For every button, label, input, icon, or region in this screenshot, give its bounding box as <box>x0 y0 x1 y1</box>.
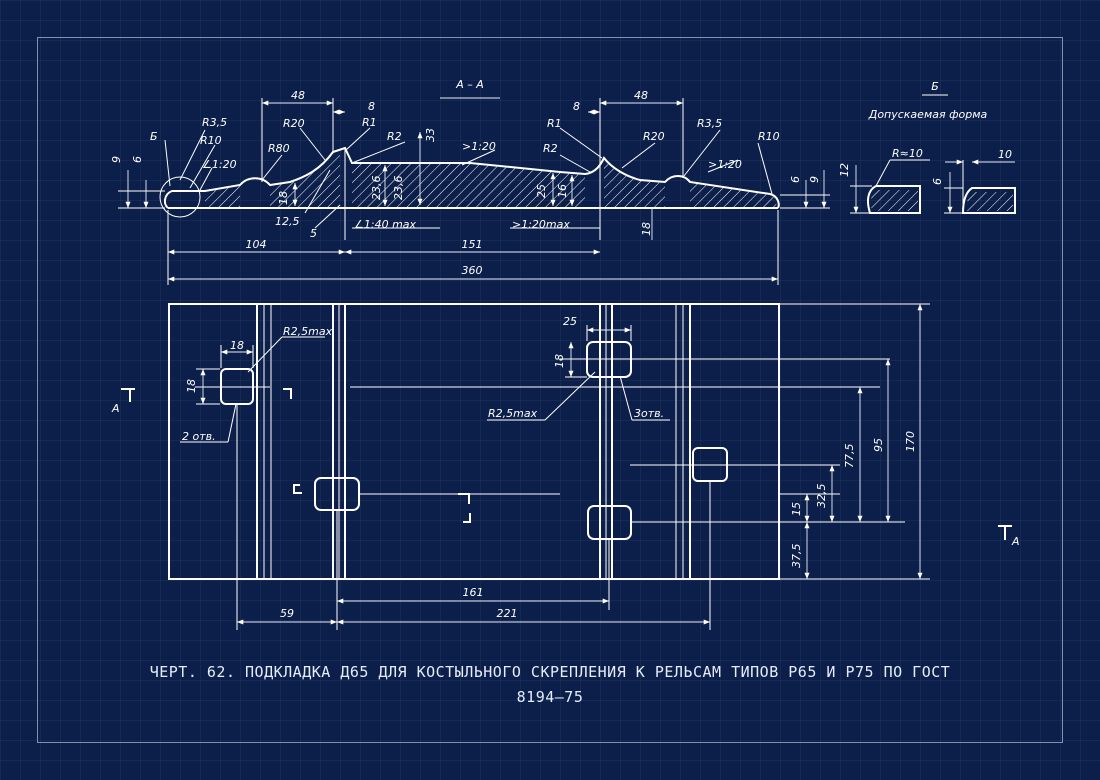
label-dim-33: 33 <box>424 128 437 142</box>
cutting-plane-corner <box>293 484 302 494</box>
detail-subtitle: Допускаемая форма <box>868 108 988 121</box>
label-r35-right: R3,5 <box>697 117 722 130</box>
cutting-plane-corner <box>283 388 292 399</box>
section-mark-right <box>998 525 1012 540</box>
plan-dim-25: 25 <box>563 315 577 328</box>
label-dim-236-b: 23,6 <box>392 176 405 201</box>
label-dim-151: 151 <box>462 238 483 251</box>
detail-callout-circle <box>159 176 201 218</box>
label-slope-left: ∠1:20 <box>202 158 237 171</box>
label-dim-125: 12,5 <box>275 215 300 228</box>
section-mark-left <box>121 388 135 402</box>
label-dim-9-right: 9 <box>808 176 821 183</box>
plan-dim-775: 77,5 <box>843 444 856 469</box>
plan-r25-mid: R2,5max <box>488 407 538 420</box>
plan-holes-3: 3отв. <box>634 407 664 420</box>
label-dim-48-left: 48 <box>291 89 305 102</box>
label-r10-left: R10 <box>200 134 222 147</box>
label-dim-6-left: 6 <box>131 156 144 163</box>
label-r2-left: R2 <box>387 130 402 143</box>
label-dim-104: 104 <box>246 238 267 251</box>
spike-hole <box>314 477 360 511</box>
detail-r10: R≈10 <box>892 147 923 160</box>
label-dim-5: 5 <box>310 227 317 240</box>
caption-line-2: 8194—75 <box>516 688 584 706</box>
label-r35-left: R3,5 <box>202 116 227 129</box>
plan-view: 18 18 R2,5max 2 отв. 25 18 R2,5max 3отв.… <box>111 303 1020 630</box>
hatch-right <box>690 183 777 207</box>
figure-caption: ЧЕРТ. 62. ПОДКЛАДКА Д65 ДЛЯ КОСТЫЛЬНОГО … <box>60 660 1040 710</box>
label-dim-18-right: 18 <box>640 222 653 236</box>
label-r80: R80 <box>268 142 290 155</box>
plan-dim-59: 59 <box>280 607 294 620</box>
plan-dim-375: 37,5 <box>790 544 803 569</box>
section-mark-left-label: А <box>111 402 120 415</box>
label-dim-25: 25 <box>535 184 548 198</box>
detail-view: Б Допускаемая форма R≈10 12 10 6 <box>838 80 1016 214</box>
label-dim-6-right: 6 <box>789 176 802 183</box>
label-r20-right: R20 <box>643 130 665 143</box>
label-r20-left: R20 <box>283 117 305 130</box>
section-view: А – А Б R3,5 R10 ∠1:20 R80 R20 R1 R2 48 … <box>110 78 830 285</box>
plan-dim-18-h: 18 <box>185 379 198 393</box>
label-r10-right: R10 <box>758 130 780 143</box>
spike-hole <box>587 505 632 540</box>
plan-dim-221: 221 <box>497 607 518 620</box>
label-dim-8-right: 8 <box>573 100 580 113</box>
plan-holes-2: 2 отв. <box>182 430 216 443</box>
label-r1-left: R1 <box>362 116 377 129</box>
label-dim-8-left: 8 <box>368 100 375 113</box>
label-r1-right: R1 <box>547 117 562 130</box>
hatch-left <box>205 186 240 207</box>
label-dim-18-left: 18 <box>277 191 290 205</box>
label-callout-b: Б <box>150 130 158 143</box>
label-dim-236-a: 23,6 <box>370 176 383 201</box>
label-dim-9-left: 9 <box>110 156 123 163</box>
plan-dim-170: 170 <box>904 431 917 452</box>
detail-dim-10: 10 <box>998 148 1012 161</box>
label-slope-140max: ∠1:40 max <box>354 218 417 231</box>
hatch-center <box>352 164 585 207</box>
detail-title: Б <box>931 80 939 93</box>
label-dim-360: 360 <box>462 264 483 277</box>
hatch-rib-left <box>270 152 340 207</box>
plan-r25-left: R2,5max <box>283 325 333 338</box>
detail-dim-6: 6 <box>931 178 944 185</box>
label-slope-top: >1:20 <box>462 140 496 153</box>
label-dim-48-right: 48 <box>634 89 648 102</box>
detail-dim-12: 12 <box>838 163 851 177</box>
plan-dim-95: 95 <box>872 438 885 452</box>
label-r2-right: R2 <box>543 142 558 155</box>
drawing-frame <box>37 37 1063 743</box>
label-slope-120max: >1:20max <box>512 218 570 231</box>
detail-hatch-left <box>870 190 918 211</box>
plan-dim-325: 32,5 <box>815 484 828 509</box>
section-mark-right-label: А <box>1011 535 1020 548</box>
detail-hatch-right <box>966 192 1013 211</box>
caption-line-1: ЧЕРТ. 62. ПОДКЛАДКА Д65 ДЛЯ КОСТЫЛЬНОГО … <box>149 663 951 681</box>
section-title: А – А <box>455 78 484 91</box>
label-dim-16: 16 <box>556 184 569 198</box>
cutting-plane-corner <box>458 493 470 504</box>
cutting-plane-corner <box>463 513 471 523</box>
plan-plate-outline <box>168 303 780 580</box>
hatch-rib-right <box>604 160 665 207</box>
label-slope-right: >1:20 <box>708 158 742 171</box>
plan-dim-15: 15 <box>790 502 803 516</box>
plan-dim-161: 161 <box>463 586 484 599</box>
plan-dim-18-w: 18 <box>230 339 244 352</box>
plan-dim-18-right: 18 <box>553 354 566 368</box>
